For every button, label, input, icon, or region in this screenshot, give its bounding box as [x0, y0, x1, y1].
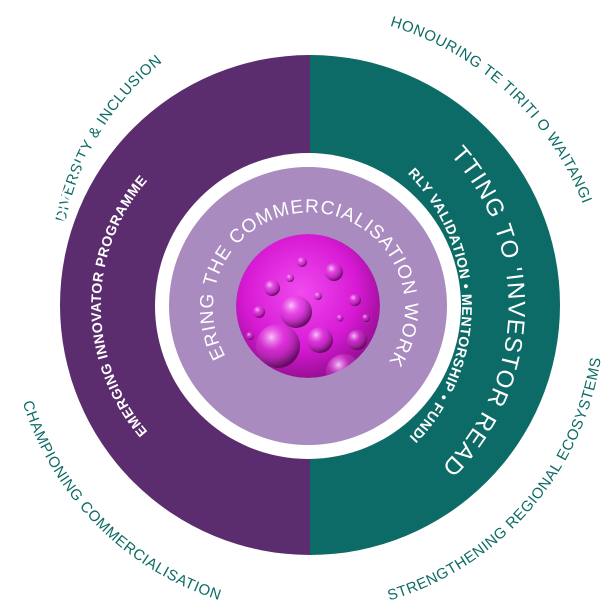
commercialisation-diagram: DIVERSITY & INCLUSION HONOURING TE TIRIT…	[18, 13, 605, 605]
